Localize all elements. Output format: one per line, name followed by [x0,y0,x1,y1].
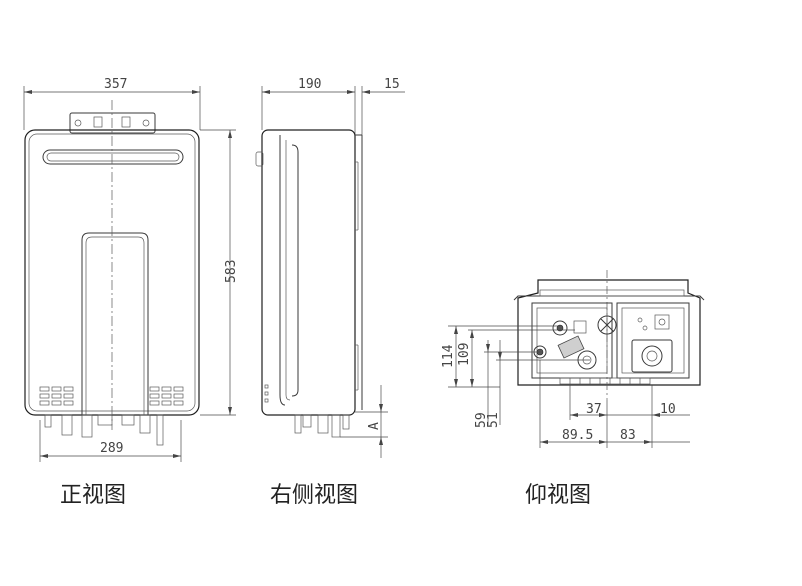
dim-bottom-51: 51 [486,412,501,428]
front-view-title: 正视图 [60,483,126,508]
vent-right [149,386,184,406]
dim-bottom-89-5: 89.5 [562,428,593,443]
bottom-view-title: 仰视图 [525,483,591,508]
dim-side-a: A [367,422,382,430]
dim-side-offset-15: 15 [384,77,400,92]
side-view: 190 15 [255,77,405,508]
dim-bottom-10: 10 [660,402,676,417]
dim-bottom-59: 59 [474,412,489,428]
dim-front-width-357: 357 [104,77,127,92]
dim-bottom-37: 37 [586,402,602,417]
dim-front-height-583: 583 [224,260,239,283]
front-pipes [44,414,164,446]
vent-left [39,386,74,406]
side-pipes [294,414,350,438]
dim-front-bottom-289: 289 [100,441,123,456]
bottom-view: 114 109 59 51 37 10 89.5 83 [441,270,705,508]
front-view: 357 [23,77,239,508]
dim-bottom-114: 114 [441,344,456,368]
side-view-title: 右侧视图 [270,483,358,508]
dim-bottom-109: 109 [457,343,472,366]
dim-bottom-83: 83 [620,428,636,443]
dim-side-depth-190: 190 [298,77,321,92]
